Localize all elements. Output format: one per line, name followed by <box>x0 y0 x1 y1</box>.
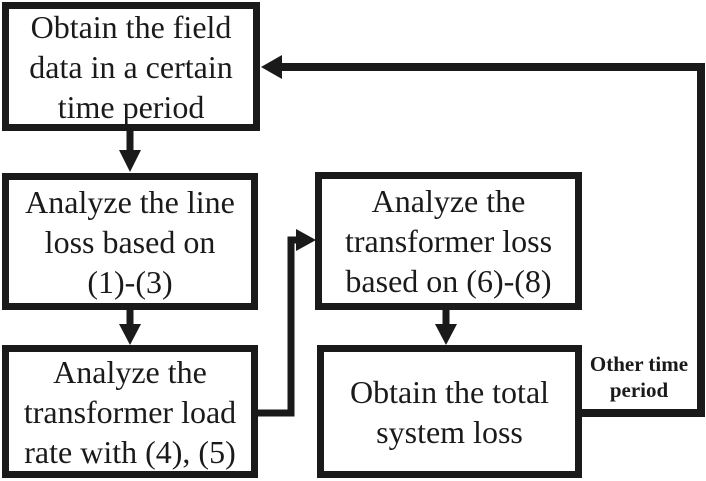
node-analyze-transformer-load-rate: Analyze the transformer load rate with (… <box>2 345 258 478</box>
node-analyze-transformer-loss-label: Analyze the transformer loss based on (6… <box>344 183 553 299</box>
arrow-transformer-loss-to-system-loss-head <box>435 324 457 345</box>
node-obtain-total-system-loss-label: Obtain the total system loss <box>349 373 550 450</box>
arrow-transformer-loss-to-system-loss <box>435 308 457 345</box>
arrow-load-rate-to-transformer-loss <box>256 229 316 417</box>
node-analyze-transformer-load-rate-label: Analyze the transformer load rate with (… <box>23 353 237 470</box>
arrow-field-data-to-line-loss <box>119 129 141 172</box>
node-analyze-transformer-loss: Analyze the transformer loss based on (6… <box>315 172 582 310</box>
node-analyze-line-loss: Analyze the line loss based on (1)-(3) <box>2 173 258 310</box>
node-obtain-total-system-loss: Obtain the total system loss <box>317 345 582 478</box>
node-analyze-line-loss-label: Analyze the line loss based on (1)-(3) <box>25 183 235 300</box>
arrow-field-data-to-line-loss-head <box>119 150 141 172</box>
arrow-line-loss-to-load-rate <box>119 308 141 345</box>
arrow-load-rate-to-transformer-loss-head <box>296 229 316 251</box>
node-obtain-field-data: Obtain the field data in a certain time … <box>2 2 260 131</box>
arrow-line-loss-to-load-rate-head <box>119 324 141 345</box>
arrow-system-loss-to-field-data-head <box>261 55 282 79</box>
arrow-load-rate-to-transformer-loss-shaft <box>256 236 299 417</box>
edge-label-other-time-period: Other time period <box>589 352 689 402</box>
node-obtain-field-data-label: Obtain the field data in a certain time … <box>29 8 233 125</box>
